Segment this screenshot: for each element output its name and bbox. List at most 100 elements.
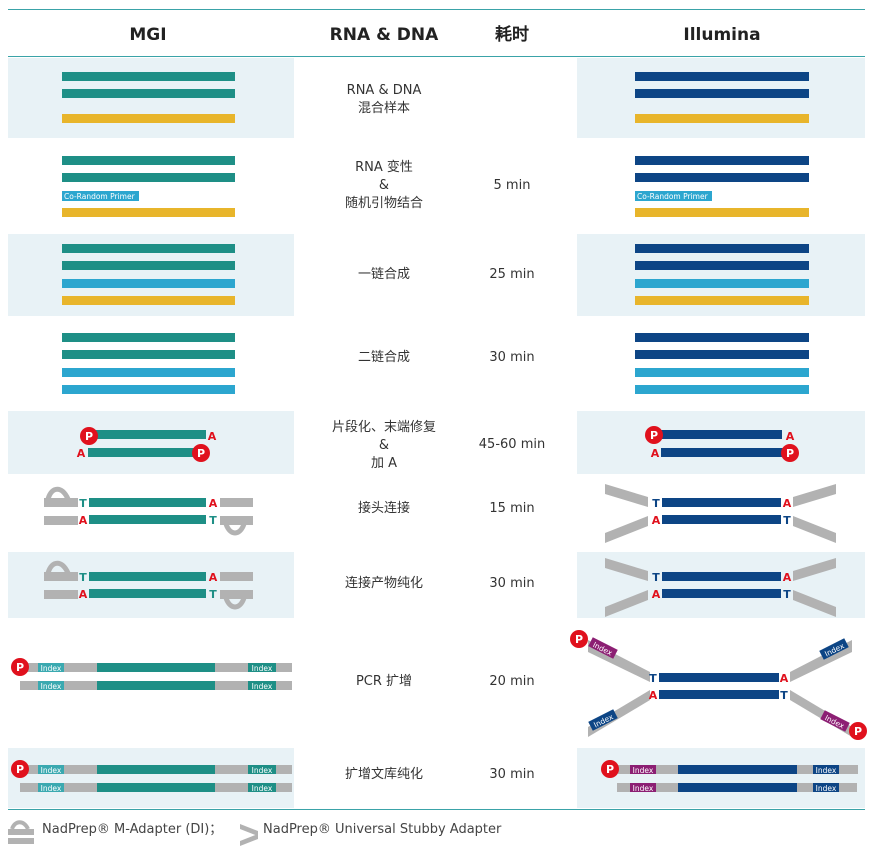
mgi-primer-bar xyxy=(62,191,139,201)
index-box-bg xyxy=(813,765,839,774)
illumina-strand xyxy=(635,333,809,342)
mgi-insert xyxy=(97,663,215,672)
illumina-insert xyxy=(678,783,797,792)
step-mixed-sample: RNA & DNA 混合样本 xyxy=(298,82,470,118)
stubby-adapter-arm xyxy=(793,484,836,507)
mgi-strand xyxy=(62,279,235,288)
m-adapter-loop xyxy=(45,560,71,575)
step-line: 二链合成 xyxy=(357,350,410,365)
step-ligation: 接头连接 xyxy=(298,500,470,518)
index-box-bg xyxy=(630,783,656,792)
m-adapter-legend-arm xyxy=(8,829,34,835)
phosphate-label: P xyxy=(16,763,24,776)
illumina-strand xyxy=(635,261,809,270)
phosphate-label: P xyxy=(575,633,583,646)
mgi-insert xyxy=(97,681,215,690)
index-box-bg xyxy=(630,765,656,774)
m-adapter-legend-icon xyxy=(10,820,30,830)
legend-stubby-adapter: NadPrep® Universal Stubby Adapter xyxy=(263,822,502,837)
time-first-strand: 25 min xyxy=(489,267,535,282)
phosphate-label: P xyxy=(16,661,24,674)
mgi-strand xyxy=(62,173,235,182)
mgi-strand xyxy=(62,350,235,359)
mgi-strand xyxy=(62,333,235,342)
illumina-strand xyxy=(635,89,809,98)
stubby-adapter-arm xyxy=(793,558,836,581)
index-box-label: Index xyxy=(252,664,273,673)
stubby-adapter-arm xyxy=(605,558,648,581)
time-pcr: 20 min xyxy=(489,674,535,689)
step-line: 接头连接 xyxy=(357,501,410,516)
illumina-strand xyxy=(635,208,809,217)
index-tag-bg xyxy=(819,638,849,660)
index-box-bg xyxy=(38,663,64,672)
step-denature: RNA 变性 & 随机引物结合 xyxy=(298,159,470,213)
mgi-insert xyxy=(97,765,215,774)
time-end-repair: 45-60 min xyxy=(478,437,546,452)
index-box-label: Index xyxy=(816,784,837,793)
mgi-strand xyxy=(89,515,206,524)
index-tag-bg xyxy=(588,709,618,731)
index-box-bg xyxy=(38,765,64,774)
thymine-label: T xyxy=(783,588,791,601)
time-denature: 5 min xyxy=(493,178,531,193)
mgi-strand xyxy=(89,589,206,598)
mgi-strand xyxy=(62,114,235,123)
phosphate-label: P xyxy=(197,447,205,460)
mgi-primer-label: Co-Random Primer xyxy=(64,192,136,201)
mgi-strand xyxy=(92,430,206,439)
illumina-strand xyxy=(635,368,809,377)
adenine-label: A xyxy=(780,672,789,685)
mgi-panel-bg xyxy=(8,748,294,808)
illumina-panel-bg xyxy=(577,748,865,808)
thymine-label: T xyxy=(780,689,788,702)
adenine-label: A xyxy=(783,497,792,510)
phosphate-label: P xyxy=(854,725,862,738)
time-ligation-cleanup: 30 min xyxy=(489,576,535,591)
step-line: 加 A xyxy=(370,456,398,471)
mgi-panel-bg xyxy=(8,411,294,474)
m-adapter-arm xyxy=(44,516,78,525)
m-adapter-arm xyxy=(44,498,78,507)
index-box-bg xyxy=(38,783,64,792)
m-adapter-loop xyxy=(45,486,71,501)
index-box-bg xyxy=(248,765,276,774)
illumina-strand xyxy=(662,572,781,581)
step-line: PCR 扩增 xyxy=(355,674,413,689)
thymine-label: T xyxy=(652,571,660,584)
stubby-adapter-arm xyxy=(793,590,836,617)
adenine-label: A xyxy=(77,447,86,460)
step-line: 混合样本 xyxy=(357,101,410,116)
illumina-strand xyxy=(662,498,781,507)
thymine-label: T xyxy=(79,497,87,510)
illumina-strand xyxy=(662,515,781,524)
time-library-cleanup: 30 min xyxy=(489,767,535,782)
adenine-label: A xyxy=(651,447,660,460)
m-adapter-loop xyxy=(223,523,247,536)
illumina-strand xyxy=(635,173,809,182)
index-box-label: Index xyxy=(252,682,273,691)
thymine-label: T xyxy=(649,672,657,685)
step-end-repair: 片段化、末端修复 & 加 A xyxy=(298,419,470,473)
step-line: 随机引物结合 xyxy=(344,196,423,211)
step-line: 连接产物纯化 xyxy=(344,576,423,591)
time-second-strand: 30 min xyxy=(489,350,535,365)
illumina-strand xyxy=(635,72,809,81)
step-line: & xyxy=(378,178,390,193)
mgi-strand xyxy=(62,385,235,394)
index-tag-bg xyxy=(820,710,850,732)
illumina-primer-label: Co-Random Primer xyxy=(637,192,709,201)
stubby-adapter-legend-icon xyxy=(240,834,258,846)
illumina-strand xyxy=(635,156,809,165)
stubby-adapter-arm xyxy=(605,516,648,543)
index-box-bg xyxy=(248,783,276,792)
illumina-strand xyxy=(661,448,783,457)
illumina-strand xyxy=(660,430,782,439)
stubby-adapter-arm xyxy=(793,516,836,543)
index-box-label: Index xyxy=(633,784,654,793)
index-box-label: Index xyxy=(41,682,62,691)
m-adapter-arm xyxy=(44,572,78,581)
step-first-strand: 一链合成 xyxy=(298,266,470,284)
